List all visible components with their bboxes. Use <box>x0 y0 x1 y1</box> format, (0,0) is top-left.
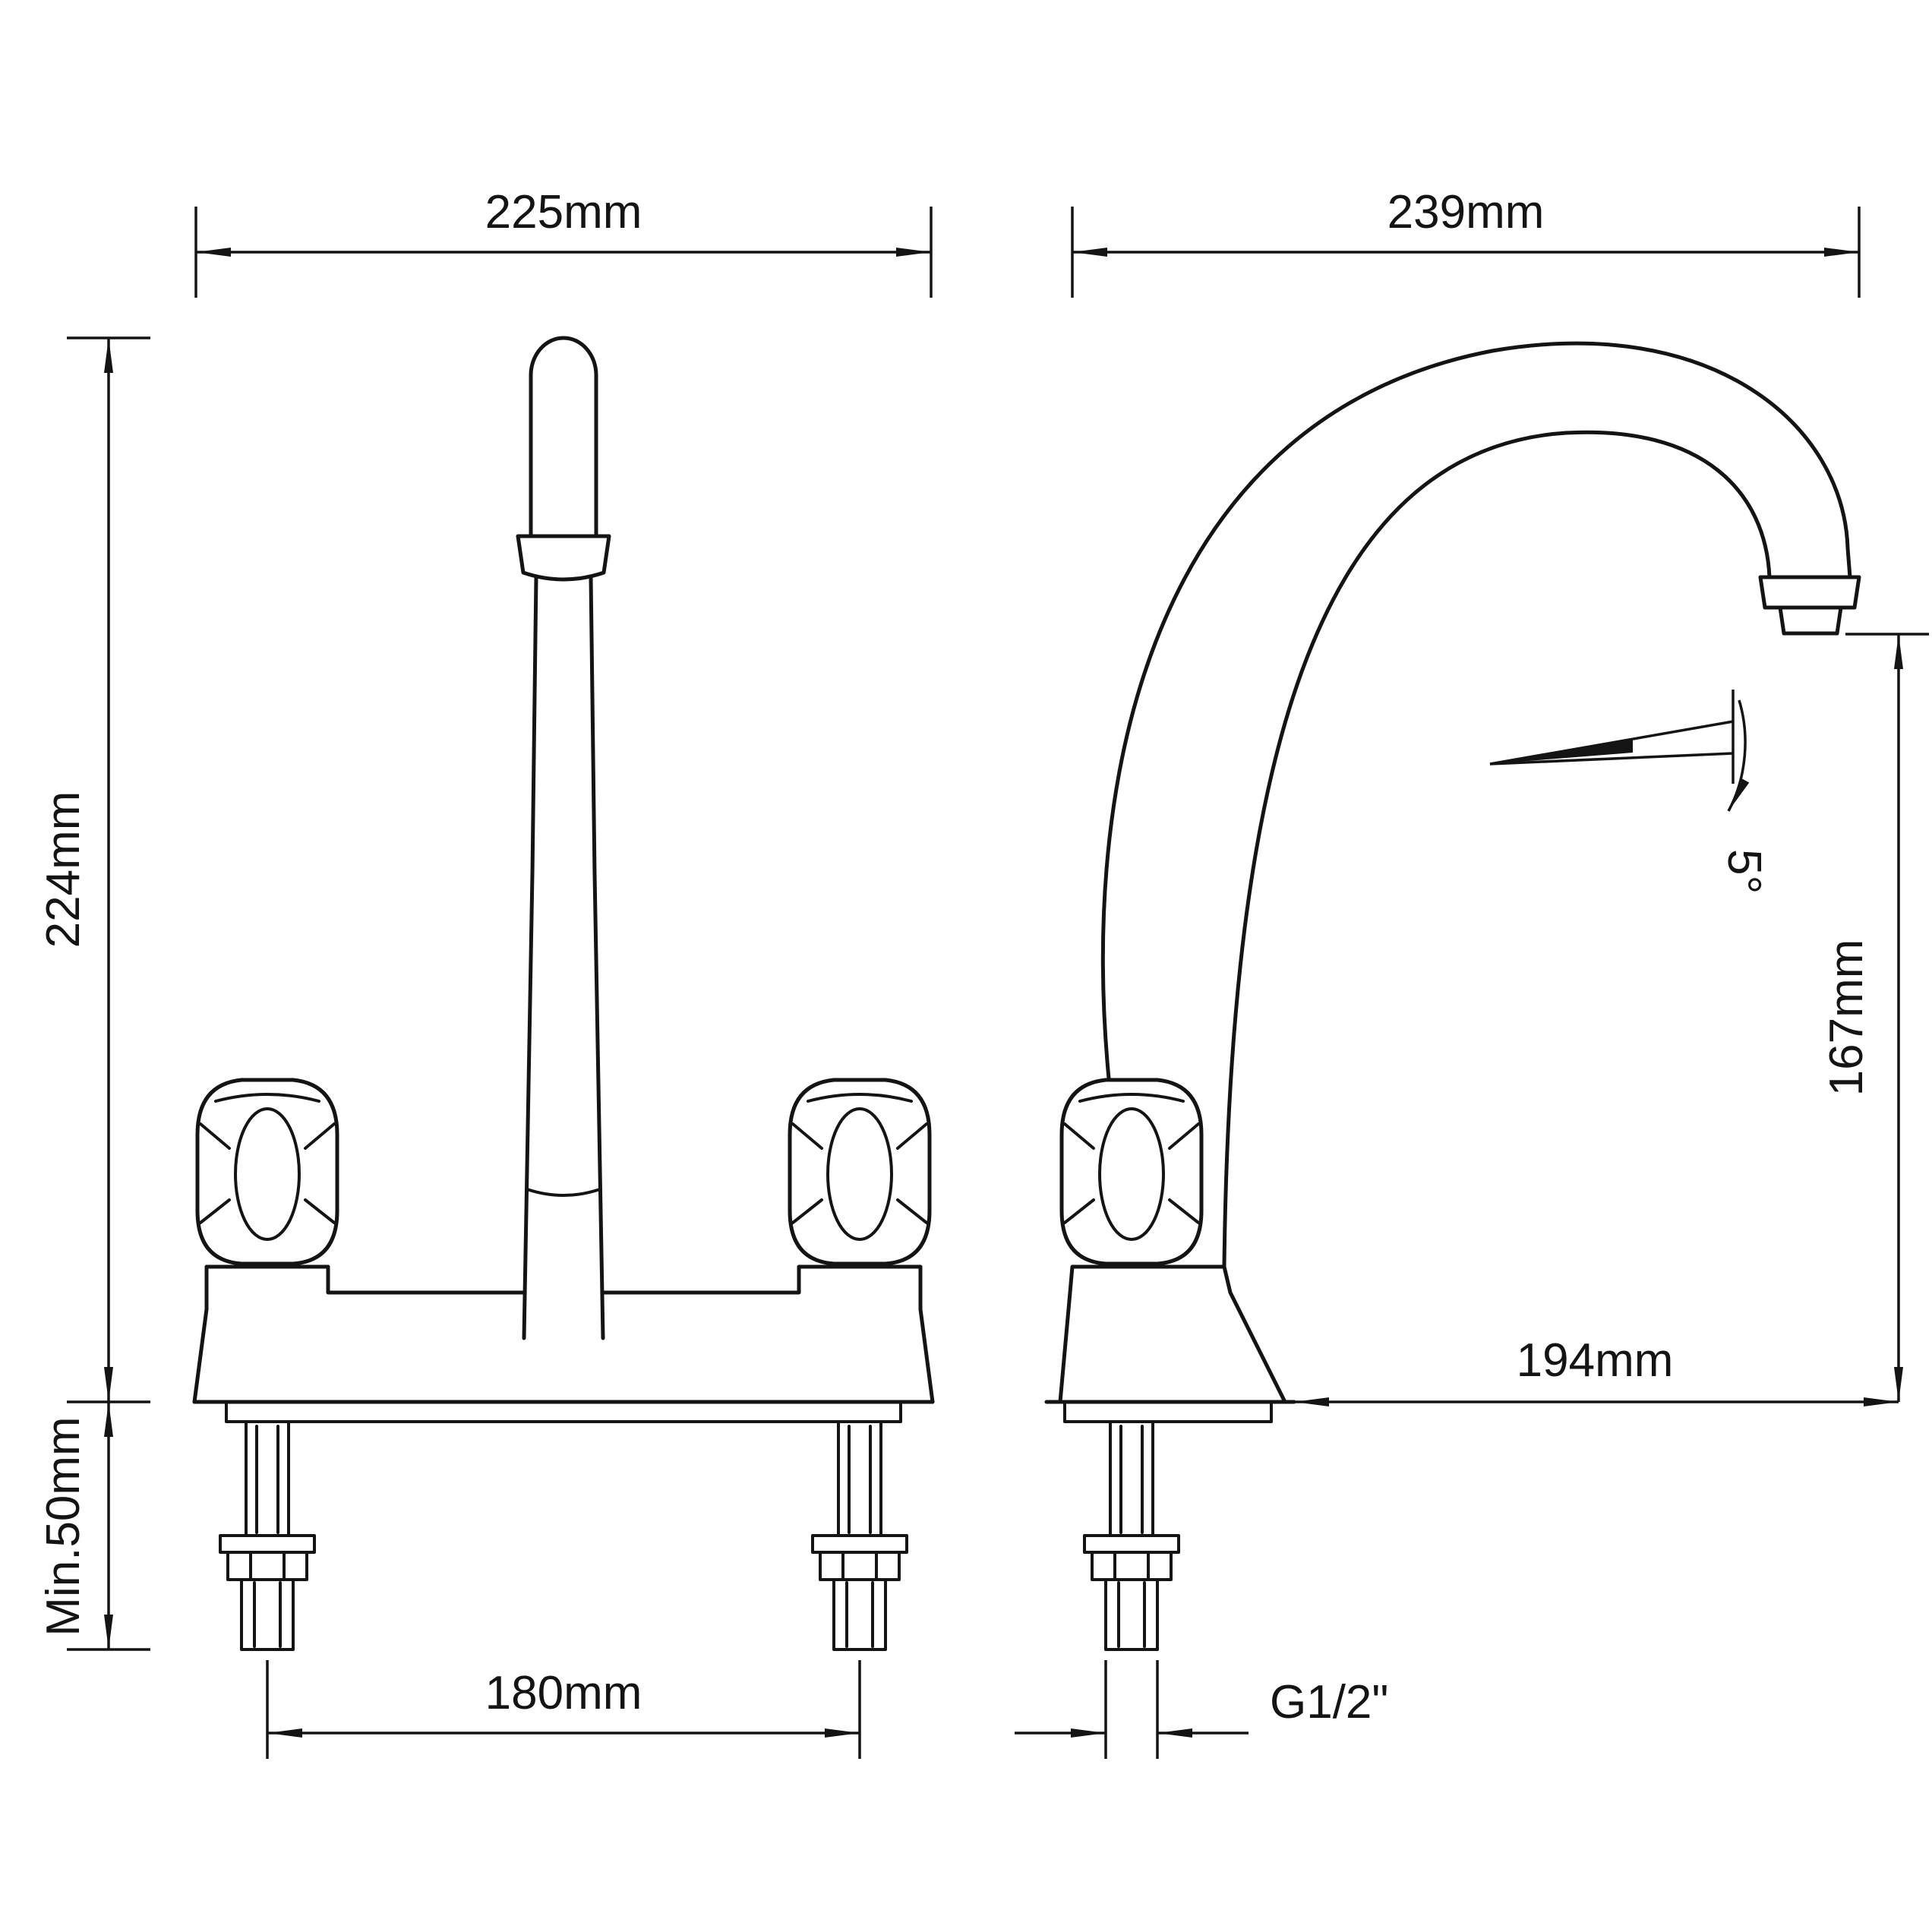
front-deck-plate <box>225 1400 902 1423</box>
hole-spacing-label: 180mm <box>485 1667 642 1719</box>
handle-knob-side <box>1062 1080 1201 1264</box>
dimensions: 225mm 239mm 224mm Min.50mm 180mm 194mm <box>37 186 1929 1759</box>
dim-swivel-angle: 5° <box>1489 690 1770 894</box>
mounting-shank-right <box>811 1420 908 1651</box>
spout-reach-label: 194mm <box>1517 1334 1674 1387</box>
side-body <box>1058 1264 1287 1404</box>
swivel-angle-label: 5° <box>1718 849 1770 894</box>
mounting-shank-side <box>1083 1420 1180 1651</box>
spout-collar <box>516 534 611 582</box>
side-width-label: 239mm <box>1387 186 1545 238</box>
mounting-shank-left <box>219 1420 316 1651</box>
riser-seam <box>526 1188 601 1197</box>
front-height-label: 224mm <box>37 791 90 949</box>
spout-nozzle-ring <box>1758 575 1861 610</box>
side-deck-plate <box>1063 1400 1273 1423</box>
dim-thread-size: G1/2" <box>1015 1660 1388 1759</box>
spout-height-label: 167mm <box>1820 939 1873 1097</box>
spout-cap <box>529 336 598 538</box>
thread-size-label: G1/2" <box>1270 1676 1388 1728</box>
dim-hole-spacing: 180mm <box>266 1660 861 1759</box>
handle-knob-right <box>790 1080 930 1264</box>
dim-front-width: 225mm <box>194 186 933 298</box>
dim-spout-height: 167mm <box>1820 633 1929 1402</box>
spout-nozzle-tip <box>1778 605 1843 636</box>
front-body <box>192 1264 935 1404</box>
front-width-label: 225mm <box>485 186 642 238</box>
front-view <box>192 336 935 1651</box>
dim-side-width: 239mm <box>1071 186 1861 298</box>
handle-knob-left <box>197 1080 337 1264</box>
dim-min-counter: Min.50mm <box>37 1402 113 1649</box>
min-counter-label: Min.50mm <box>37 1416 90 1636</box>
side-view <box>1044 341 1861 1651</box>
gooseneck-spout-inner <box>1222 430 1772 1269</box>
dim-spout-reach: 194mm <box>1294 1334 1899 1406</box>
gooseneck-spout-outer <box>1100 341 1852 1081</box>
spout-riser <box>522 575 605 1340</box>
angle-pointer <box>1490 739 1633 764</box>
